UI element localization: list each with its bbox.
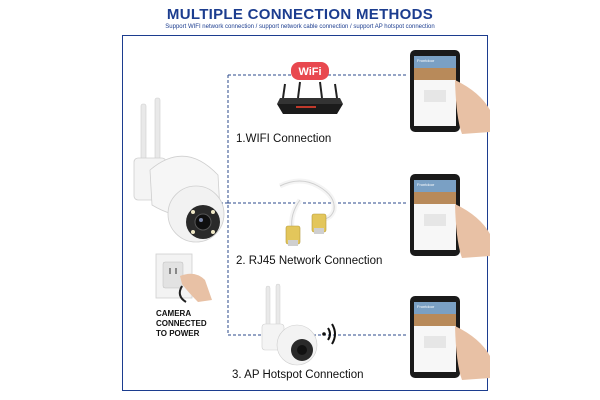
power-note-line2: CONNECTED <box>156 319 207 328</box>
smartphone-icon <box>410 174 490 258</box>
smartphone-icon <box>410 296 490 380</box>
wireless-signal-icon <box>322 323 336 345</box>
power-note-line1: CAMERA <box>156 309 192 318</box>
rj45-connection-label: 2. RJ45 Network Connection <box>236 255 383 267</box>
ap-hotspot-connection-label: 3. AP Hotspot Connection <box>232 369 364 381</box>
dome-camera-small-icon <box>261 283 318 366</box>
ethernet-cable-icon <box>278 178 337 246</box>
phone-app-title-1: Frontdoor <box>417 58 435 63</box>
wifi-connection-label: 1.WIFI Connection <box>236 133 332 145</box>
phone-app-title-2: Frontdoor <box>417 182 435 187</box>
page-title: MULTIPLE CONNECTION METHODS <box>166 6 434 23</box>
power-outlet-icon <box>155 253 212 303</box>
power-note-line3: TO POWER <box>156 329 200 338</box>
content-frame <box>122 35 488 391</box>
smartphone-icon <box>410 50 490 134</box>
power-note: CAMERA CONNECTED TO POWER <box>156 309 207 339</box>
phone-app-title-3: Frontdoor <box>417 304 435 309</box>
page-subtitle: Support WIFI network connection / suppor… <box>165 24 435 30</box>
router-icon: WiFi <box>277 62 343 114</box>
dome-camera-icon <box>133 97 225 243</box>
router-badge-text: WiFi <box>298 66 321 78</box>
